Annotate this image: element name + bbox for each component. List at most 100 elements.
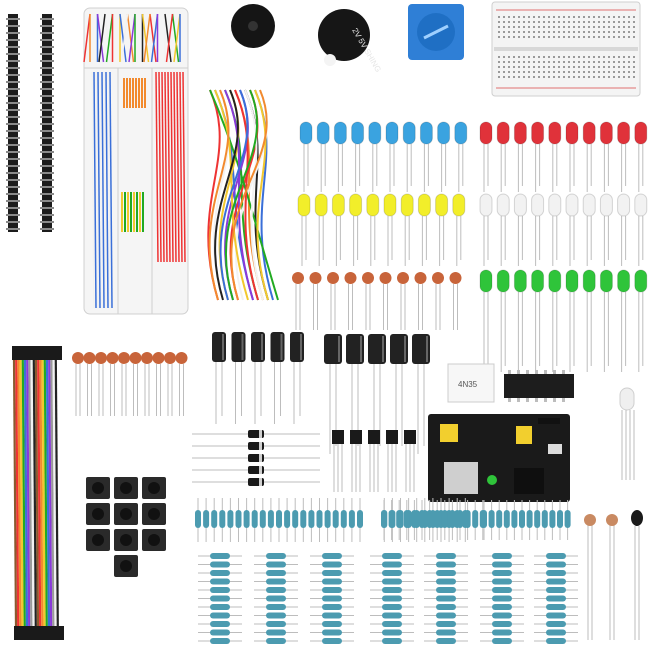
photoresistor (606, 514, 618, 526)
resistor (266, 570, 286, 576)
resistor (382, 553, 402, 559)
led-yellow (435, 193, 449, 217)
resistor (546, 612, 566, 619)
electrolytic-capacitors-small (212, 332, 304, 424)
led-green (617, 269, 631, 293)
resistor (210, 612, 230, 619)
led-green (599, 269, 613, 293)
resistor (266, 604, 286, 610)
resistor (382, 570, 402, 576)
resistor (534, 510, 541, 528)
led-red (479, 121, 493, 145)
ceramic-capacitors-left (72, 352, 188, 416)
resistor (266, 629, 286, 636)
led-yellow (400, 193, 414, 217)
led-yellow (349, 193, 363, 217)
electrolytic-capacitor (412, 334, 430, 364)
resistor (210, 578, 230, 585)
resistor (492, 578, 512, 585)
resistor (457, 510, 463, 528)
resistor (203, 510, 210, 528)
ceramic-capacitor (129, 352, 142, 364)
led-row-red (479, 121, 648, 192)
resistor (546, 629, 566, 636)
resistor (426, 510, 433, 528)
led-white (531, 193, 545, 217)
led-white (496, 193, 510, 217)
resistor (266, 561, 286, 568)
resistor (322, 587, 342, 593)
led-white (582, 193, 596, 217)
resistor (546, 553, 566, 559)
resistor (546, 561, 566, 568)
resistor (308, 510, 315, 528)
ceramic-capacitor (106, 352, 119, 364)
resistor (357, 510, 363, 528)
resistor (322, 595, 342, 602)
resistor (300, 510, 307, 528)
resistor (382, 629, 402, 636)
resistor (488, 510, 495, 528)
resistor (195, 510, 201, 528)
electrolytic-capacitor (368, 334, 386, 364)
resistor (284, 510, 291, 528)
resistor (546, 604, 566, 610)
resistor (441, 510, 448, 528)
led-white (634, 193, 648, 217)
led-blue (299, 121, 313, 145)
resistor (235, 510, 242, 528)
led-red (548, 121, 562, 145)
resistor (322, 553, 342, 559)
led-red (513, 121, 527, 145)
led-red (496, 121, 510, 145)
resistor (492, 561, 512, 568)
optocoupler-label: 4N35 (458, 380, 478, 389)
resistor (210, 629, 230, 636)
led-white (565, 193, 579, 217)
resistor (436, 612, 456, 619)
resistor (210, 604, 230, 610)
resistor (316, 510, 323, 528)
tactile-push-buttons (86, 477, 166, 577)
transistor (332, 430, 344, 444)
resistor (436, 578, 456, 585)
resistor (564, 510, 571, 528)
resistor (436, 587, 456, 593)
led-blue (419, 121, 433, 145)
led-green (634, 269, 648, 293)
led-row-blue (299, 121, 468, 192)
resistor (227, 510, 234, 528)
led-blue (368, 121, 382, 145)
resistor (210, 587, 230, 593)
resistor (472, 510, 479, 528)
resistor (322, 621, 342, 627)
resistor (436, 629, 456, 636)
ceramic-capacitor (362, 272, 374, 284)
resistor (541, 510, 548, 528)
led-yellow (297, 193, 311, 217)
resistor (382, 578, 402, 585)
ceramic-capacitor (379, 272, 392, 284)
diodes (192, 430, 320, 486)
ceramic-capacitor (83, 352, 96, 364)
resistor (492, 621, 512, 627)
rgb-led (619, 387, 635, 480)
resistor (322, 604, 342, 610)
resistor (381, 510, 387, 528)
ceramic-capacitor (397, 272, 409, 284)
resistor (266, 587, 286, 593)
resistor (396, 510, 403, 528)
resistor (436, 638, 456, 644)
led-row-white (479, 193, 648, 266)
led-red (599, 121, 613, 145)
resistor (492, 629, 512, 636)
resistor (382, 587, 402, 593)
led-red (565, 121, 579, 145)
resistor (382, 612, 402, 619)
resistor (210, 595, 230, 602)
resistor (292, 510, 299, 528)
led-red (617, 121, 631, 145)
ceramic-capacitors-top (292, 272, 462, 330)
led-row-yellow (297, 193, 466, 266)
led-yellow (366, 193, 380, 217)
